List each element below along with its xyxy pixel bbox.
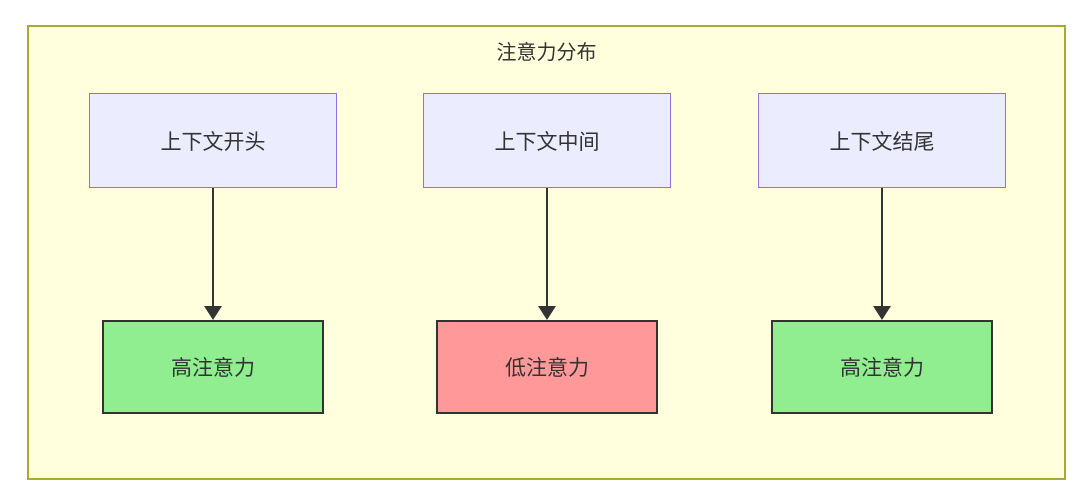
arrow-down-icon — [204, 188, 222, 320]
node-context-middle: 上下文中间 — [423, 93, 671, 188]
arrow-down-icon — [538, 188, 556, 320]
node-context-end: 上下文结尾 — [758, 93, 1006, 188]
arrow-down-icon — [873, 188, 891, 320]
diagram-title: 注意力分布 — [496, 42, 597, 64]
arrow-head — [873, 306, 891, 320]
arrow-line — [212, 188, 214, 306]
node-label: 上下文结尾 — [829, 130, 935, 154]
node-low-attention-middle: 低注意力 — [436, 320, 658, 414]
node-label: 上下文开头 — [160, 130, 266, 154]
node-high-attention-right: 高注意力 — [771, 320, 993, 414]
arrow-line — [546, 188, 548, 306]
node-context-start: 上下文开头 — [89, 93, 337, 188]
arrow-head — [204, 306, 222, 320]
flow-column-context-end: 上下文结尾 高注意力 — [758, 93, 1006, 414]
arrow-head — [538, 306, 556, 320]
node-label: 高注意力 — [840, 357, 924, 380]
node-label: 低注意力 — [505, 357, 589, 380]
flow-column-context-start: 上下文开头 高注意力 — [89, 93, 337, 414]
node-high-attention-left: 高注意力 — [102, 320, 324, 414]
node-label: 高注意力 — [171, 357, 255, 380]
arrow-line — [881, 188, 883, 306]
node-label: 上下文中间 — [494, 130, 600, 154]
attention-distribution-cluster: 注意力分布 上下文开头 高注意力 上下文中间 低注意力 — [27, 25, 1066, 480]
flow-column-context-middle: 上下文中间 低注意力 — [423, 93, 671, 414]
